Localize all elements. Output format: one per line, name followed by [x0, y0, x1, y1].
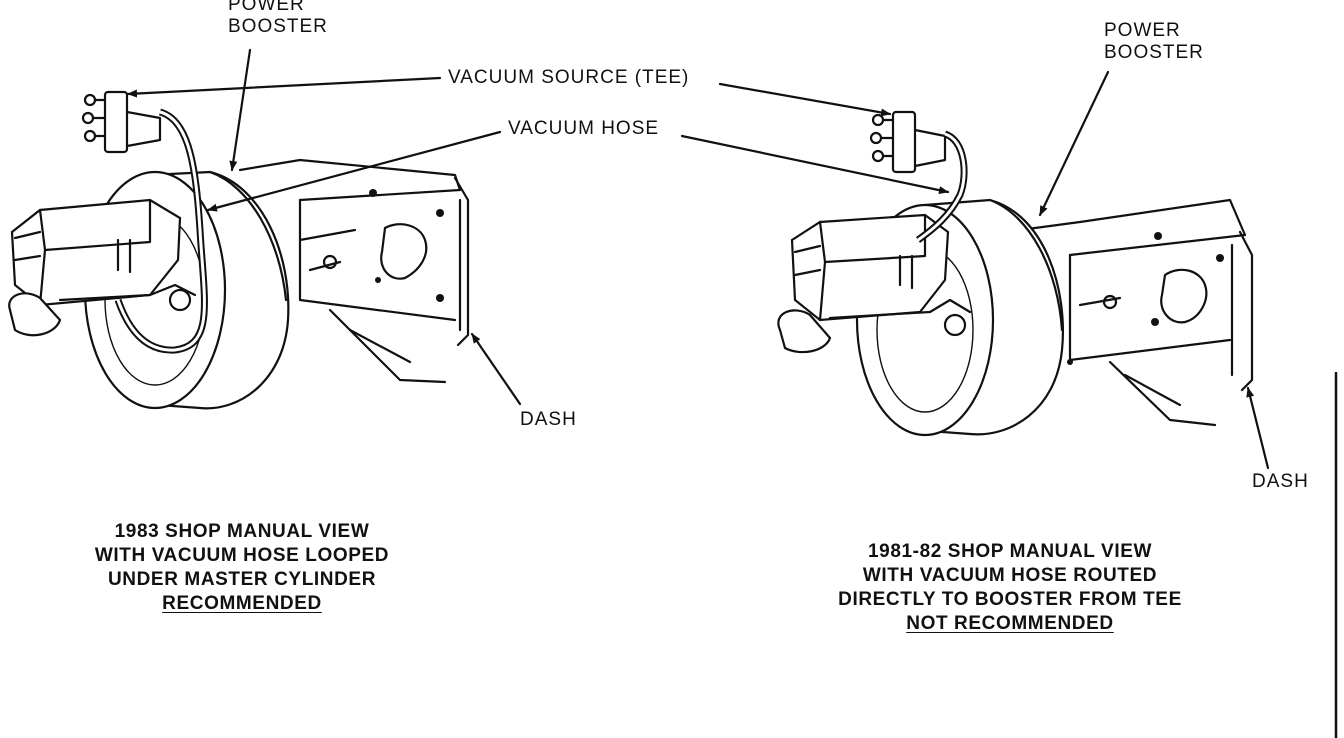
power-booster-label-left: POWER BOOSTER — [228, 0, 328, 38]
power-booster-label-right-line-2: BOOSTER — [1104, 42, 1204, 63]
caption-right-line-3: DIRECTLY TO BOOSTER FROM TEE — [838, 589, 1182, 610]
left-assembly — [8, 48, 522, 410]
caption-left-line-2: WITH VACUUM HOSE LOOPED — [94, 545, 390, 566]
left-dash-panel — [238, 158, 470, 384]
power-booster-label-left-line-2: BOOSTER — [228, 16, 328, 37]
caption-left-line-3: UNDER MASTER CYLINDER — [107, 569, 377, 590]
vacuum-hose-label: VACUUM HOSE — [508, 118, 660, 139]
right-leader-lines — [680, 70, 1270, 470]
right-assembly — [680, 70, 1270, 470]
vacuum-source-label: VACUUM SOURCE (TEE) — [448, 67, 690, 88]
caption-right: 1981-82 SHOP MANUAL VIEW WITH VACUUM HOS… — [800, 540, 1220, 636]
caption-right-verdict: NOT RECOMMENDED — [906, 613, 1114, 634]
dash-label-right: DASH — [1252, 471, 1309, 492]
caption-right-line-2: WITH VACUUM HOSE ROUTED — [862, 565, 1158, 586]
caption-right-line-1: 1981-82 SHOP MANUAL VIEW — [868, 541, 1152, 562]
right-master-cylinder — [777, 213, 972, 354]
left-vacuum-tee — [81, 90, 162, 154]
right-vacuum-tee — [869, 110, 947, 174]
caption-left: 1983 SHOP MANUAL VIEW WITH VACUUM HOSE L… — [72, 520, 412, 616]
left-leader-lines — [126, 48, 522, 406]
left-vacuum-hose — [114, 108, 208, 354]
power-booster-label-right-line-1: POWER — [1104, 20, 1181, 41]
power-booster-label-left-line-1: POWER — [228, 0, 305, 15]
power-booster-label-right: POWER BOOSTER — [1104, 20, 1204, 64]
caption-left-line-1: 1983 SHOP MANUAL VIEW — [114, 521, 370, 542]
right-vacuum-hose — [915, 130, 968, 243]
right-dash-panel — [1018, 198, 1254, 427]
caption-left-verdict: RECOMMENDED — [162, 593, 322, 614]
dash-label-left: DASH — [520, 409, 577, 430]
left-master-cylinder — [8, 198, 197, 337]
